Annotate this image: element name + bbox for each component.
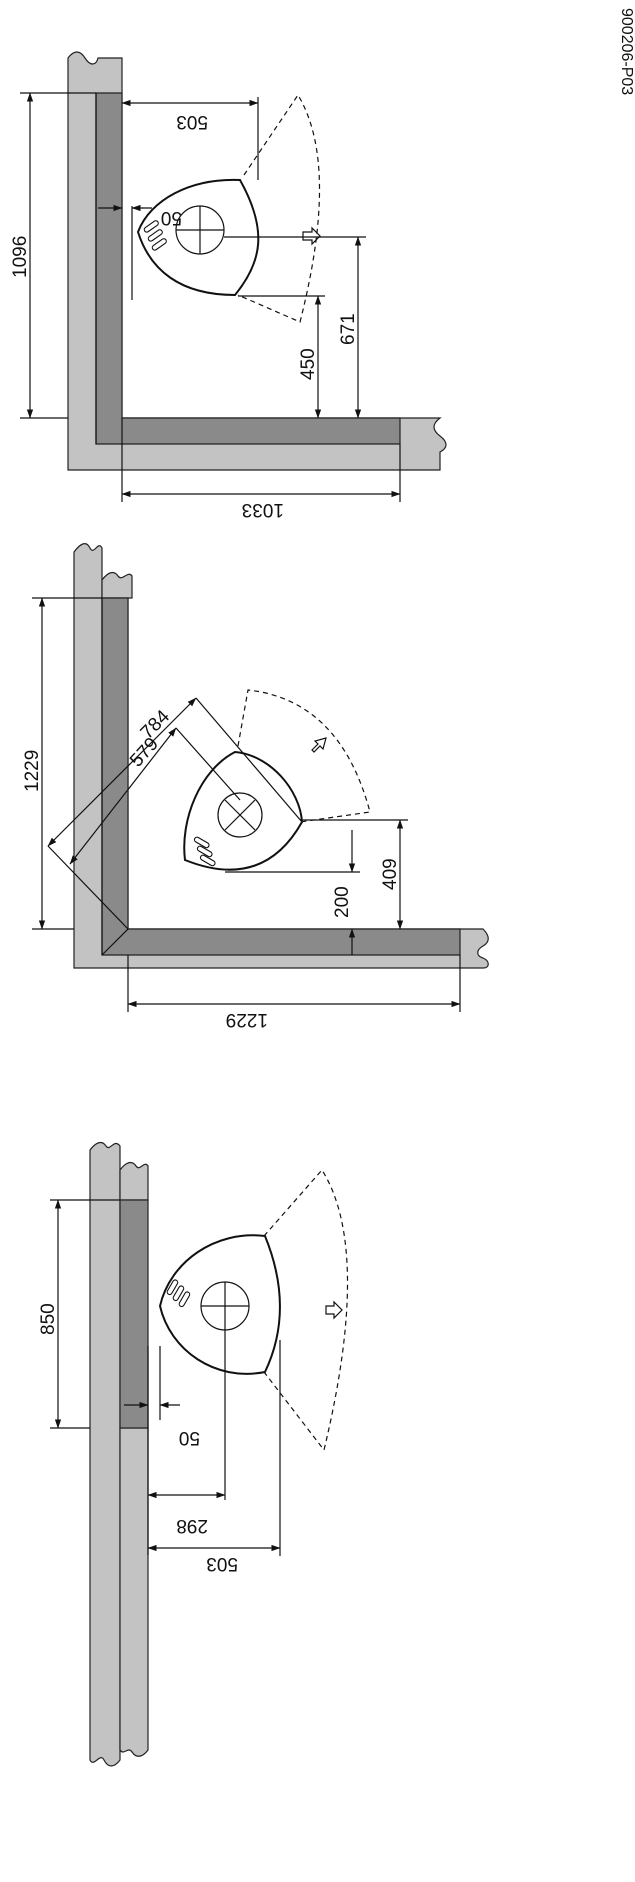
dim-gap: 50 [179,1427,200,1448]
dim-line-579 [69,727,177,865]
reference-code: 900206-P03 [618,8,635,95]
dim-center-depth: 298 [176,1515,208,1536]
dim-diag-inner: 579 [126,734,163,772]
wall-outer-right [119,1161,149,1757]
diagram-corner-45: 1229 784 579 200 409 1229 [22,543,489,1030]
vent-slots [143,220,167,251]
diagram-straight-wall: 850 50 298 503 [38,1141,349,1767]
door-arrow-icon [325,1300,343,1320]
dim-wall-width: 1033 [242,499,284,520]
swing-zone [237,93,321,323]
dim-front-distance: 450 [298,348,319,380]
door-arrow-icon [311,737,327,753]
unit-body [158,1234,281,1375]
dim-wall-height: 1229 [22,750,43,792]
flue-cross-b [224,799,256,831]
dim-wall-height: 1096 [10,236,31,278]
wall-outer [67,51,447,471]
dim-front-distance: 200 [332,886,353,918]
dim-center-distance: 409 [380,858,401,890]
diagram-corner-90: 1096 503 50 450 671 1033 [10,51,447,520]
dim-wall-height: 850 [38,1303,59,1335]
dim-gap: 50 [161,207,182,228]
dim-front-depth: 503 [206,1553,238,1574]
swing-zone [263,1168,349,1452]
wall-outer-cap [101,571,133,599]
flue-outlet [217,792,263,838]
wall-inner [119,1199,149,1429]
dim-wall-width: 1229 [226,1009,268,1030]
wall-outer [89,1141,121,1767]
vent-slots [166,1279,191,1308]
dim-center-distance: 671 [338,313,359,345]
door-arrow-icon [302,226,321,246]
dim-depth: 503 [176,111,208,132]
unit-body [136,178,260,297]
